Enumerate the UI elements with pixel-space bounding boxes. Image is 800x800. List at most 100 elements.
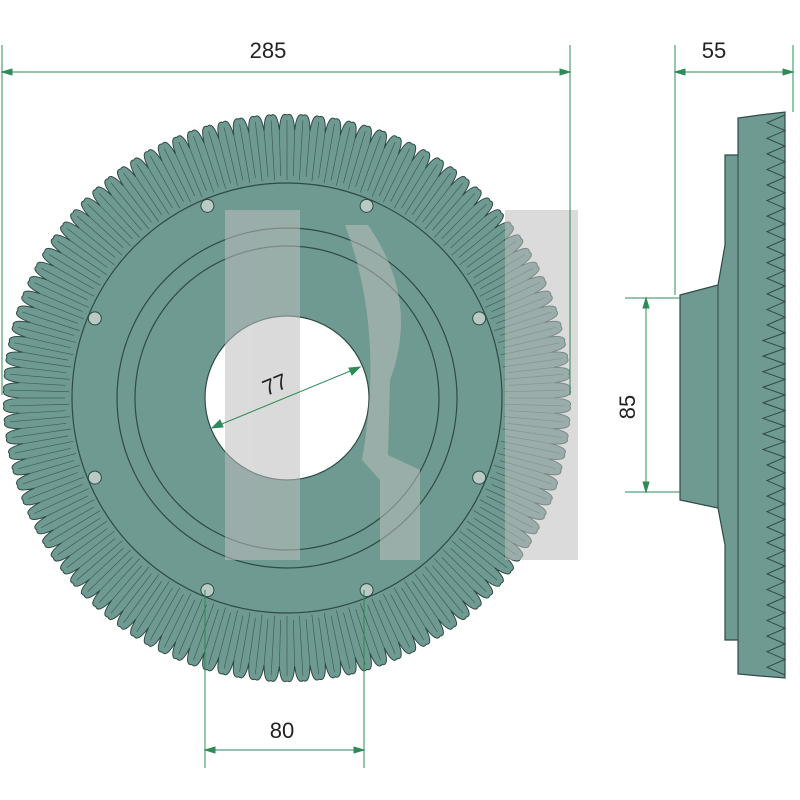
tooth-ridge xyxy=(434,192,476,238)
tooth-valley xyxy=(175,599,196,642)
tooth-valley xyxy=(29,322,75,336)
tooth-valley xyxy=(53,506,94,531)
tooth-valley xyxy=(412,176,439,215)
tooth-valley xyxy=(412,581,439,620)
tooth-ridge xyxy=(22,465,80,485)
tooth-ridge xyxy=(336,127,351,186)
tooth-valley xyxy=(367,148,385,192)
side-view-profile xyxy=(679,111,786,679)
tooth-ridge xyxy=(66,530,115,569)
tooth-ridge xyxy=(359,136,381,193)
tooth-valley xyxy=(458,538,495,568)
tooth-ridge xyxy=(424,182,464,230)
tooth-ridge xyxy=(14,440,74,454)
tooth-valley xyxy=(123,185,152,223)
tooth-ridge xyxy=(123,172,160,222)
bolt-hole xyxy=(472,470,487,485)
watermark-logo xyxy=(225,210,578,560)
tooth-valley xyxy=(89,216,124,249)
tooth-ridge xyxy=(299,615,304,676)
tooth-ridge xyxy=(98,558,140,604)
tooth-valley xyxy=(148,587,173,628)
bolt-hole xyxy=(87,470,102,485)
tooth-valley xyxy=(378,154,399,197)
tooth-ridge xyxy=(76,215,123,256)
tooth-valley xyxy=(22,351,69,361)
tooth-ridge xyxy=(57,240,108,276)
tooth-valley xyxy=(61,252,101,279)
dimension-hub-height xyxy=(625,296,680,494)
tooth-ridge xyxy=(11,358,72,368)
tooth-ridge xyxy=(382,593,410,648)
tooth-valley xyxy=(318,617,326,664)
bolt-hole xyxy=(200,583,215,598)
tooth-ridge xyxy=(9,403,70,407)
tooth-valley xyxy=(203,143,219,187)
tooth-valley xyxy=(19,382,66,386)
tooth-ridge xyxy=(48,510,101,542)
dimension-thickness xyxy=(673,45,795,295)
tooth-ridge xyxy=(136,581,170,633)
tooth-ridge xyxy=(270,615,275,676)
tooth-valley xyxy=(450,216,485,249)
tooth-ridge xyxy=(48,254,101,286)
tooth-valley xyxy=(46,495,88,517)
tooth-valley xyxy=(390,594,413,636)
tooth-ridge xyxy=(270,120,275,181)
tooth-valley xyxy=(22,435,69,445)
tooth-ridge xyxy=(393,155,425,209)
tooth-valley xyxy=(422,185,451,223)
tooth-ridge xyxy=(9,389,70,393)
tooth-valley xyxy=(20,367,67,374)
tooth-ridge xyxy=(149,587,181,641)
tooth-ridge xyxy=(18,453,77,470)
tooth-ridge xyxy=(404,163,438,215)
tooth-valley xyxy=(466,240,505,268)
tooth-valley xyxy=(53,265,94,290)
tooth-valley xyxy=(343,138,356,184)
tooth-ridge xyxy=(9,373,70,380)
tooth-ridge xyxy=(299,120,304,181)
side-view-teeth xyxy=(761,114,787,676)
tooth-ridge xyxy=(33,282,89,308)
tooth-valley xyxy=(279,619,282,666)
tooth-valley xyxy=(355,609,371,653)
tooth-ridge xyxy=(110,182,150,230)
dim-thickness-label: 55 xyxy=(702,38,726,63)
tooth-valley xyxy=(61,517,101,544)
tooth-valley xyxy=(79,228,116,258)
dim-outer-diameter-label: 285 xyxy=(250,38,287,63)
tooth-valley xyxy=(390,160,413,202)
tooth-valley xyxy=(233,135,244,181)
tooth-ridge xyxy=(40,267,95,297)
dim-hub-height-label: 85 xyxy=(615,395,640,419)
tooth-ridge xyxy=(451,540,498,581)
tooth-ridge xyxy=(27,296,84,320)
tooth-ridge xyxy=(382,148,410,203)
tooth-valley xyxy=(318,132,326,179)
tooth-valley xyxy=(89,547,124,580)
tooth-valley xyxy=(19,410,66,414)
tooth-ridge xyxy=(348,131,366,189)
tooth-valley xyxy=(432,195,463,231)
tooth-ridge xyxy=(311,121,320,182)
tooth-valley xyxy=(305,130,311,177)
tooth-valley xyxy=(450,547,485,580)
tooth-valley xyxy=(355,143,371,187)
tooth-ridge xyxy=(404,581,438,633)
tooth-ridge xyxy=(33,488,89,514)
tooth-valley xyxy=(99,556,133,591)
tooth-ridge xyxy=(459,227,508,266)
tooth-ridge xyxy=(223,127,238,186)
tooth-ridge xyxy=(424,566,464,614)
tooth-valley xyxy=(25,336,71,349)
side-teeth-profile xyxy=(761,114,787,676)
tooth-ridge xyxy=(208,607,226,665)
tooth-ridge xyxy=(254,614,263,675)
tooth-valley xyxy=(34,307,79,324)
tooth-valley xyxy=(34,472,79,489)
tooth-valley xyxy=(330,615,341,661)
tooth-ridge xyxy=(414,574,451,624)
tooth-ridge xyxy=(87,203,131,247)
